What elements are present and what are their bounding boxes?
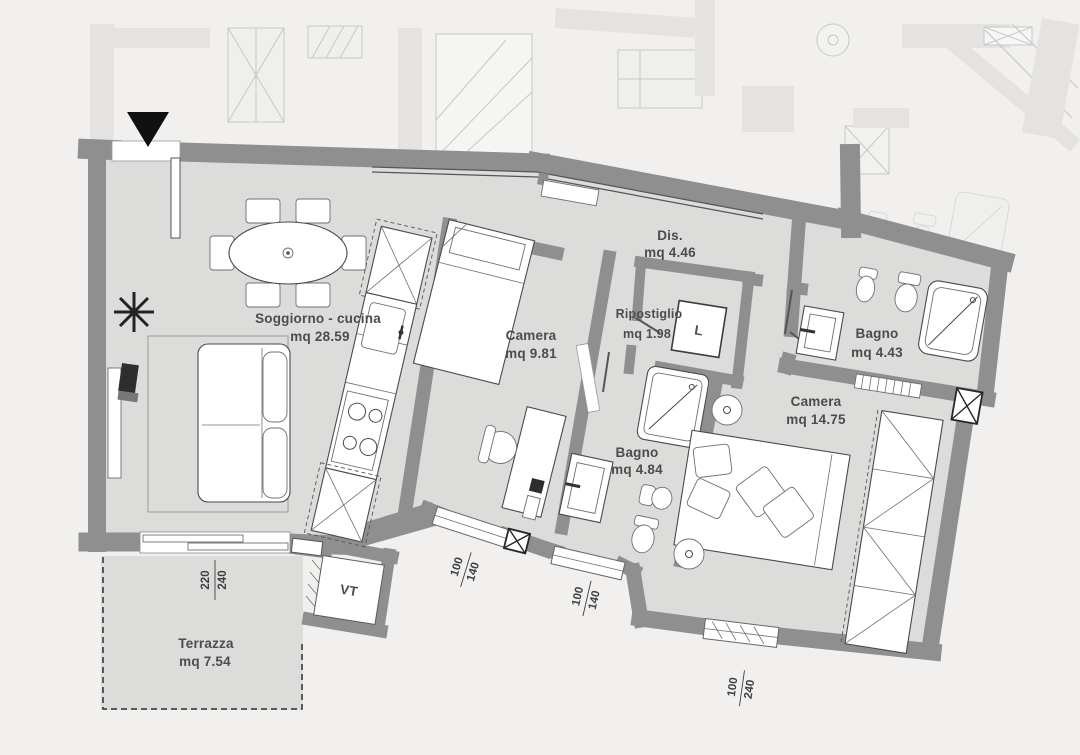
- living-room-furniture: [107, 198, 367, 513]
- room-label-bedroom2: Camera: [791, 394, 842, 409]
- wardrobe-icon: [840, 409, 944, 655]
- toilet-icon: [894, 271, 922, 313]
- room-label-living: Soggiorno - cucina: [255, 311, 381, 326]
- radiator-icon: [537, 172, 600, 207]
- double-bed-icon: [673, 429, 851, 571]
- window-bathroom2: [550, 545, 626, 581]
- plant-icon: [114, 292, 154, 332]
- dimension-window-bedroom1: 100 140: [449, 552, 482, 587]
- svg-text:100: 100: [726, 677, 741, 698]
- terrace-boundary: [102, 557, 303, 710]
- single-bed-icon: [412, 218, 536, 386]
- terrace-hatch: [305, 559, 323, 609]
- bedroom1-furniture: [412, 218, 567, 521]
- svg-text:240: 240: [743, 679, 758, 700]
- kitchen-counter-icon: [303, 218, 438, 548]
- desk-icon: [477, 406, 567, 521]
- duct-marker: [290, 537, 324, 557]
- bedroom1-door-slot: [575, 343, 601, 413]
- dimension-window-bedroom2: 100 240: [726, 670, 758, 707]
- terrace-sliding-door: [139, 531, 291, 554]
- washing-column-icon: L: [670, 299, 728, 359]
- bathroom2-door-leaf: [602, 351, 610, 393]
- entrance-door-opening: [111, 140, 181, 162]
- nightstand-icon: [673, 538, 705, 570]
- bathroom2-fixtures: [558, 365, 710, 554]
- svg-text:240: 240: [217, 570, 229, 589]
- room-area-storage: mq 1.98: [623, 327, 671, 341]
- room-area-hall: mq 4.46: [644, 245, 696, 260]
- nightstand-icon: [711, 394, 743, 426]
- sofa-icon: [147, 335, 291, 513]
- svg-text:140: 140: [465, 561, 482, 583]
- room-label-bathroom2: Bagno: [616, 445, 659, 460]
- entrance-arrow-icon: [127, 112, 169, 147]
- room-label-terrace: Terrazza: [178, 636, 234, 651]
- dining-table-icon: [209, 198, 367, 308]
- dimension-annotations: 220 240 100 140 100 140 100 240: [200, 552, 758, 707]
- kitchen-sink-icon: [361, 302, 406, 355]
- washbasin-icon: [558, 452, 614, 524]
- neighbor-stair-flight-icon: [435, 33, 533, 161]
- shower-icon: [918, 280, 988, 362]
- vt-label: VT: [339, 582, 359, 600]
- neighbor-units-faded: [90, 0, 1080, 265]
- room-label-hall: Dis.: [657, 228, 683, 243]
- room-area-bedroom2: mq 14.75: [786, 412, 846, 427]
- terrace: VT: [102, 537, 385, 710]
- entrance-door-leaf: [170, 157, 181, 239]
- neighbor-stairwell-icon: [227, 27, 285, 123]
- svg-text:100: 100: [570, 586, 586, 607]
- storage-door-leaf: [635, 317, 661, 334]
- cooktop-icon: [330, 390, 389, 472]
- room-area-bathroom2: mq 4.84: [611, 462, 663, 477]
- shower-icon: [636, 365, 710, 449]
- room-label-bedroom1: Camera: [506, 328, 557, 343]
- bidet-icon: [855, 266, 878, 303]
- toilet-icon: [631, 514, 660, 554]
- room-label-storage: Ripostiglio: [616, 307, 683, 321]
- bedroom2-furniture: [673, 394, 944, 655]
- room-labels: Soggiorno - cucina mq 28.59 Camera mq 9.…: [178, 228, 903, 669]
- bidet-icon: [638, 484, 673, 510]
- svg-text:140: 140: [587, 590, 603, 611]
- tv-cabinet-icon: [107, 363, 139, 479]
- room-area-bathroom1: mq 4.43: [851, 345, 903, 360]
- pillar-duct-icon: [950, 386, 984, 426]
- towel-radiator-icon: [853, 373, 923, 399]
- room-area-bedroom1: mq 9.81: [505, 346, 557, 361]
- washing-column-label: L: [693, 322, 704, 338]
- duct-box-icon: [502, 527, 532, 555]
- svg-text:100: 100: [449, 556, 466, 578]
- dimension-window-bathroom2: 100 140: [570, 580, 603, 617]
- dimension-terrace-door: 220 240: [200, 560, 229, 600]
- room-area-terrace: mq 7.54: [179, 654, 231, 669]
- room-label-bathroom1: Bagno: [856, 326, 899, 341]
- room-area-living: mq 28.59: [290, 329, 349, 344]
- vt-shaft: VT: [313, 554, 385, 626]
- window-bedroom2: [702, 618, 780, 648]
- bathroom1-fixtures: [795, 266, 988, 399]
- svg-text:220: 220: [200, 570, 212, 589]
- openings: [111, 112, 984, 648]
- neighbor-furniture-faded: [617, 49, 703, 109]
- bedroom2-door-leaf: [784, 289, 793, 335]
- terrace-floor: [101, 556, 303, 710]
- washbasin-icon: [795, 305, 845, 361]
- neighbor-hatched-block: [307, 25, 363, 59]
